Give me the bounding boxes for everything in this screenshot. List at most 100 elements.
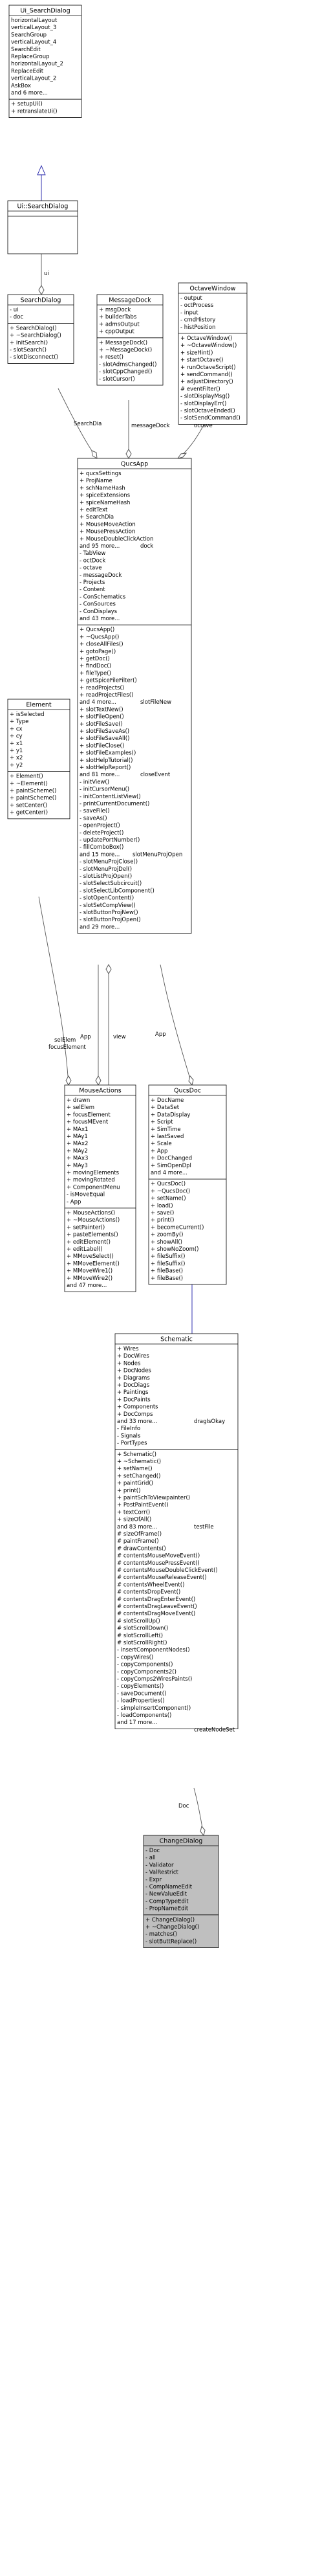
class-operation: + load() [151,1203,173,1209]
class-operation: # contentsMouseMoveEvent() [117,1553,200,1560]
class-operation: + ~Element() [10,781,48,787]
class-attribute: + SimTime [151,1126,181,1133]
edge-label-dock: dock [140,543,153,550]
edge-label-create-node-set: createNodeSet [194,1727,235,1733]
class-attribute: + DocWires [117,1353,149,1360]
class-operation: # contentsDragEnterEvent() [117,1596,195,1603]
class-operation: + getDoc() [80,656,110,662]
class-schematic[interactable]: Schematic+ Wires+ DocWires+ Nodes+ DocNo… [114,1333,239,1729]
class-operation: + showAll() [151,1239,182,1246]
class-attribute: AskBox [11,83,31,89]
class-attribute: + SimOpenDpl [151,1163,191,1169]
class-operation: + fileSuffix() [151,1260,185,1267]
class-operation: + MessageDock() [99,340,147,346]
class-attribute: + cy [10,734,23,740]
class-attribute: - octProcess [180,302,214,309]
class-operation: - slotCppChanged() [99,369,152,375]
class-operation: # contentsDragMoveEvent() [117,1611,195,1617]
class-title: SearchDialog [21,297,61,304]
class-operation: + slotFileClose() [80,743,124,749]
class-mouseactions[interactable]: MouseActions+ drawn+ selElem+ focusEleme… [64,1084,136,1292]
class-operation: - saveFile() [80,808,110,814]
class-operation: + slotFileExamples() [80,750,136,757]
class-attribute: verticalLayout_3 [11,25,56,31]
class-attribute: - isMoveEqual [67,1192,105,1198]
class-attribute: + MAx2 [67,1141,88,1147]
class-operation: + setName() [117,1466,153,1472]
class-operation: + runOctaveScript() [180,364,236,371]
edge-app-doc-diamond [188,1075,194,1086]
class-attribute: + MousePressAction [80,529,135,535]
edge-selelem [38,896,69,1086]
class-frame [64,1084,136,1292]
edge-selelem-diamond [65,1075,72,1086]
edge-label-slot-menu-proj-open: slotMenuProjOpen [133,851,182,858]
class-operation: + getSpiceFileFilter() [80,678,137,684]
class-operation: + setCenter() [10,802,47,809]
class-operation: - slotCursor() [99,376,135,383]
class-element[interactable]: Element+ isSelected+ Type+ cx+ cy+ x1+ y… [7,699,70,820]
class-attribute: + selElem [67,1104,94,1111]
class-attribute: ReplaceGroup [11,54,50,60]
class-operation: - insertComponentNodes() [117,1647,190,1653]
class-attribute: - all [145,1855,156,1861]
class-attribute: + x1 [10,741,23,747]
class-attribute: and 43 more... [80,616,120,622]
class-operation: + ~QucsDoc() [151,1188,190,1194]
class-attribute: + spiceNameHash [80,500,130,506]
class-attribute: - App [67,1199,81,1205]
class-title: MouseActions [79,1088,122,1095]
class-operation: + ChangeDialog() [145,1917,195,1923]
class-operation: + PostPaintEvent() [117,1502,169,1508]
class-attribute: - Expr [145,1877,162,1883]
class-operation: - initView() [80,779,109,785]
class-operation: - slotSendCommand() [180,415,240,421]
class-attribute: - histPosition [180,324,215,331]
class-operation: + ~MouseActions() [67,1217,120,1224]
edge-app-doc [160,964,193,1086]
class-attribute: + editText [80,507,108,513]
class-operation: + save() [151,1210,174,1216]
class-attribute: - Doc [145,1848,160,1854]
class-frame [178,282,248,425]
class-operation: + slotHelpTutorial() [80,757,133,764]
class-operation: - slotButtReplace() [145,1938,197,1945]
class-operation: + setName() [151,1196,186,1202]
class-operation: + editLabel() [67,1246,103,1253]
class-operation: - initContentListView() [80,794,141,800]
class-attribute: - octDock [80,557,105,564]
class-attribute: + admsOutput [99,321,140,328]
class-attribute: + MAy3 [67,1163,88,1169]
class-operation: # contentsDragLeaveEvent() [117,1604,197,1610]
edge-label-app-doc: App [155,1031,166,1038]
class-ui-searchdialog-form[interactable]: Ui_SearchDialoghorizontalLayoutverticalL… [8,5,82,118]
class-attribute: + Type [10,719,28,725]
class-searchdialog[interactable]: SearchDialog- ui- doc+ SearchDialog()+ ~… [7,294,74,364]
class-operation: + QucsDoc() [151,1181,186,1187]
class-qucsdoc[interactable]: QucsDoc+ DocName+ DataSet+ DataDisplay+ … [148,1084,227,1285]
class-operation: - copyWires() [117,1654,153,1661]
class-operation: - slotSelectSubcircuit() [80,880,142,887]
class-operation: - openProject() [80,823,120,829]
class-attribute: + Wires [117,1346,139,1352]
class-messagedock[interactable]: MessageDock+ msgDock+ builderTabs+ admsO… [96,294,164,386]
class-operation: - slotAdmsChanged() [99,361,156,368]
class-operation: + fileSuffix() [151,1253,185,1260]
class-operation: and 81 more... [80,772,120,778]
edge-labels: ui SearchDia messageDock octave selElem … [44,271,213,1809]
class-operation: + ~ChangeDialog() [145,1924,199,1931]
class-attribute: + App [151,1148,167,1154]
class-changedialog[interactable]: ChangeDialog- Doc- all- Validator- ValRe… [143,1835,219,1949]
class-operation: - loadProperties() [117,1698,165,1705]
class-attribute: - ValRestrict [145,1870,179,1876]
class-attribute: + drawn [67,1097,90,1104]
class-attribute: - PropNameEdit [145,1906,189,1912]
class-operation: - initCursorMenu() [80,787,129,793]
class-attribute: + Components [117,1404,158,1411]
edge-label-drag-is-okay: dragIsOkay [194,1418,225,1425]
edge-octave-diamond [176,453,187,459]
class-ui-searchdialog[interactable]: Ui::SearchDialog [7,200,78,254]
class-octavewindow[interactable]: OctaveWindow- output- octProcess- input-… [178,282,248,425]
class-qucsapp[interactable]: QucsApp+ qucsSettings+ ProjName+ schName… [77,458,192,934]
class-attribute: + DocPaints [117,1396,151,1403]
